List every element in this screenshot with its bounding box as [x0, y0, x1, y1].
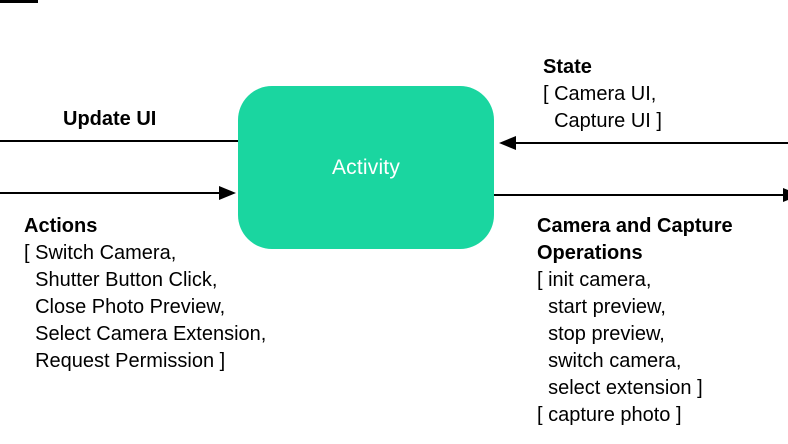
actions-list-line: Shutter Button Click, — [24, 269, 218, 291]
camera-ops-list-line: stop preview, — [537, 323, 665, 345]
camera-ops-list-line: switch camera, — [537, 350, 682, 372]
arrowhead-right-icon — [783, 188, 788, 202]
activity-node-label: Activity — [331, 155, 401, 179]
update-ui-arrow-line — [0, 140, 238, 142]
camera-ops-arrow-line — [494, 194, 788, 196]
state-label-block: State [ Camera UI, Capture UI ] — [543, 54, 662, 135]
activity-node: Activity — [238, 86, 494, 249]
camera-ops-list-line: start preview, — [537, 296, 666, 318]
state-list-line: Capture UI ] — [543, 110, 662, 132]
actions-list-line: Request Permission ] — [24, 350, 226, 372]
state-title: State — [543, 56, 592, 78]
arrowhead-left-icon — [499, 136, 516, 150]
top-left-artifact-bar — [0, 0, 38, 3]
actions-list-line: Select Camera Extension, — [24, 323, 267, 345]
actions-label-block: Actions [ Switch Camera, Shutter Button … — [24, 213, 266, 375]
camera-ops-list-line: [ capture photo ] — [537, 404, 682, 426]
arrowhead-right-icon — [219, 186, 236, 200]
state-list-line: [ Camera UI, — [543, 83, 657, 105]
state-arrow-line — [515, 142, 788, 144]
update-ui-label: Update UI — [63, 108, 157, 130]
actions-list-line: [ Switch Camera, — [24, 242, 177, 264]
camera-ops-list-line: [ init camera, — [537, 269, 652, 291]
actions-arrow-line — [0, 192, 222, 194]
actions-list-line: Close Photo Preview, — [24, 296, 226, 318]
camera-ops-list-line: select extension ] — [537, 377, 703, 399]
actions-title: Actions — [24, 215, 98, 237]
camera-ops-label-block: Camera and Capture Operations [ init cam… — [537, 213, 752, 429]
camera-ops-title: Camera and Capture Operations — [537, 215, 733, 264]
